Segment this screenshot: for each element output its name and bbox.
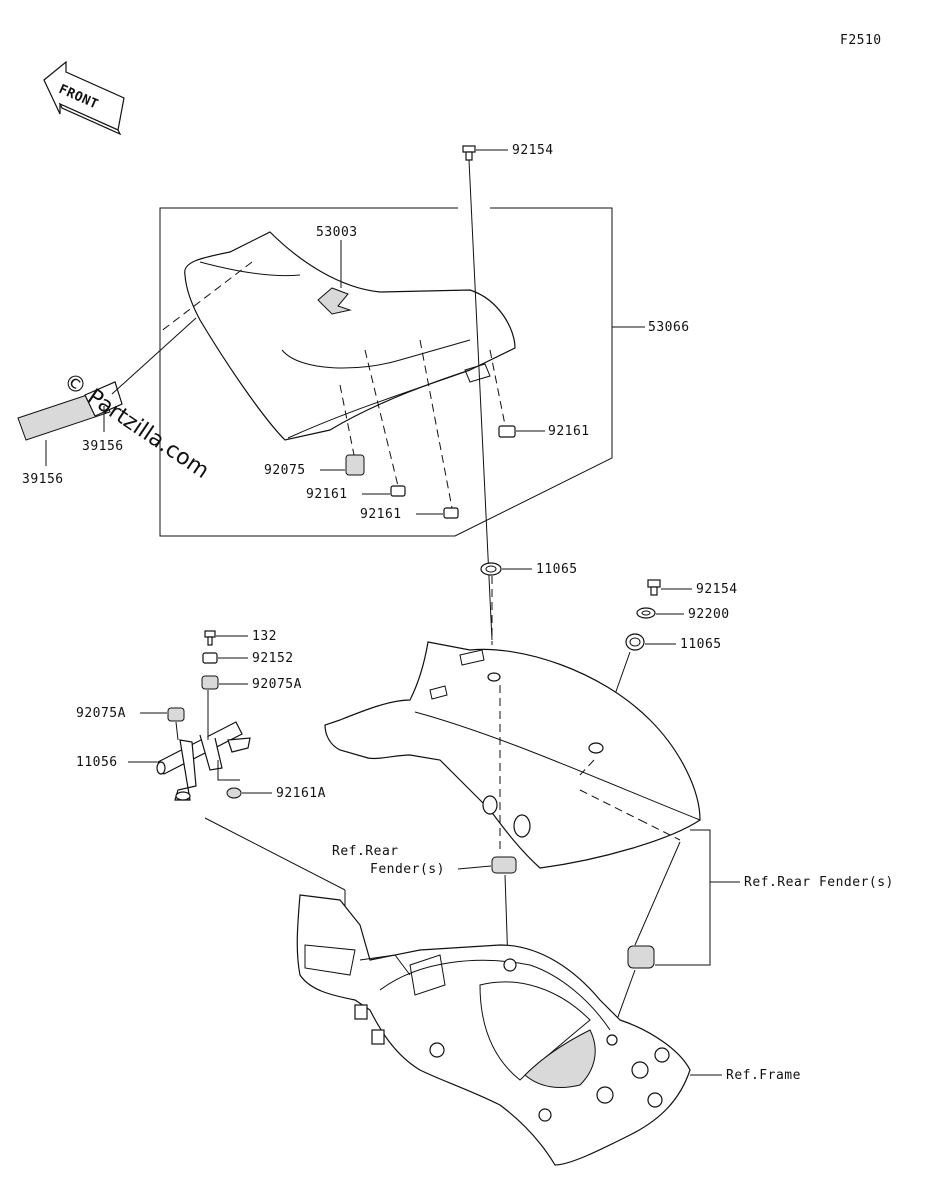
rear-fender-illustration [324,641,701,869]
grommet-center [491,856,517,874]
label-53066: 53066 [648,320,690,335]
label-11065-mid: 11065 [536,562,578,577]
label-92161-low: 92161 [360,507,402,522]
label-39156-b: 39156 [22,472,64,487]
frame-illustration [296,894,691,1166]
damper-92075 [345,454,365,476]
bolt-92154-right [647,579,661,596]
grommet-92075A-left [167,707,185,722]
strip-39156 [17,381,123,441]
grommet-92075A-right [201,675,219,690]
label-92161-mid: 92161 [306,487,348,502]
label-92161-right: 92161 [548,424,590,439]
bolt-92154-top [462,145,476,161]
label-92152: 92152 [252,651,294,666]
label-92154-right: 92154 [696,582,738,597]
grommet-right [627,945,655,969]
label-11065-right: 11065 [680,637,722,652]
washer-92200 [636,607,656,619]
watermark: © Partzilla.com [59,368,214,484]
ref-rear-fender-label-2: Fender(s) [370,862,445,877]
washer-11065-right [625,633,645,651]
collar-92152 [202,652,218,664]
washer-92161A [226,787,242,799]
ref-frame-label: Ref.Frame [726,1068,801,1083]
washer-11065-mid [480,562,502,576]
nut-92161-low [443,507,459,519]
figure-code: F2510 [840,33,882,48]
front-arrow-icon: FRONT [43,60,125,136]
label-92161A: 92161A [276,786,326,801]
label-11056: 11056 [76,755,118,770]
pipe-11056 [156,721,251,801]
label-92075A-right: 92075A [252,677,302,692]
label-132: 132 [252,629,277,644]
label-92075A-left: 92075A [76,706,126,721]
label-39156-a: 39156 [82,439,124,454]
label-53003: 53003 [316,225,358,240]
nut-92161-mid [390,485,406,497]
seat-illustration [159,231,516,509]
bolt-132 [204,630,216,646]
seat-assembly-box [159,207,613,537]
label-92154-top: 92154 [512,143,554,158]
label-92075: 92075 [264,463,306,478]
label-92200: 92200 [688,607,730,622]
nut-92161-right [498,425,516,438]
ref-rear-fender-label-right: Ref.Rear Fender(s) [744,875,894,890]
ref-rear-fender-label-1: Ref.Rear [332,844,399,859]
